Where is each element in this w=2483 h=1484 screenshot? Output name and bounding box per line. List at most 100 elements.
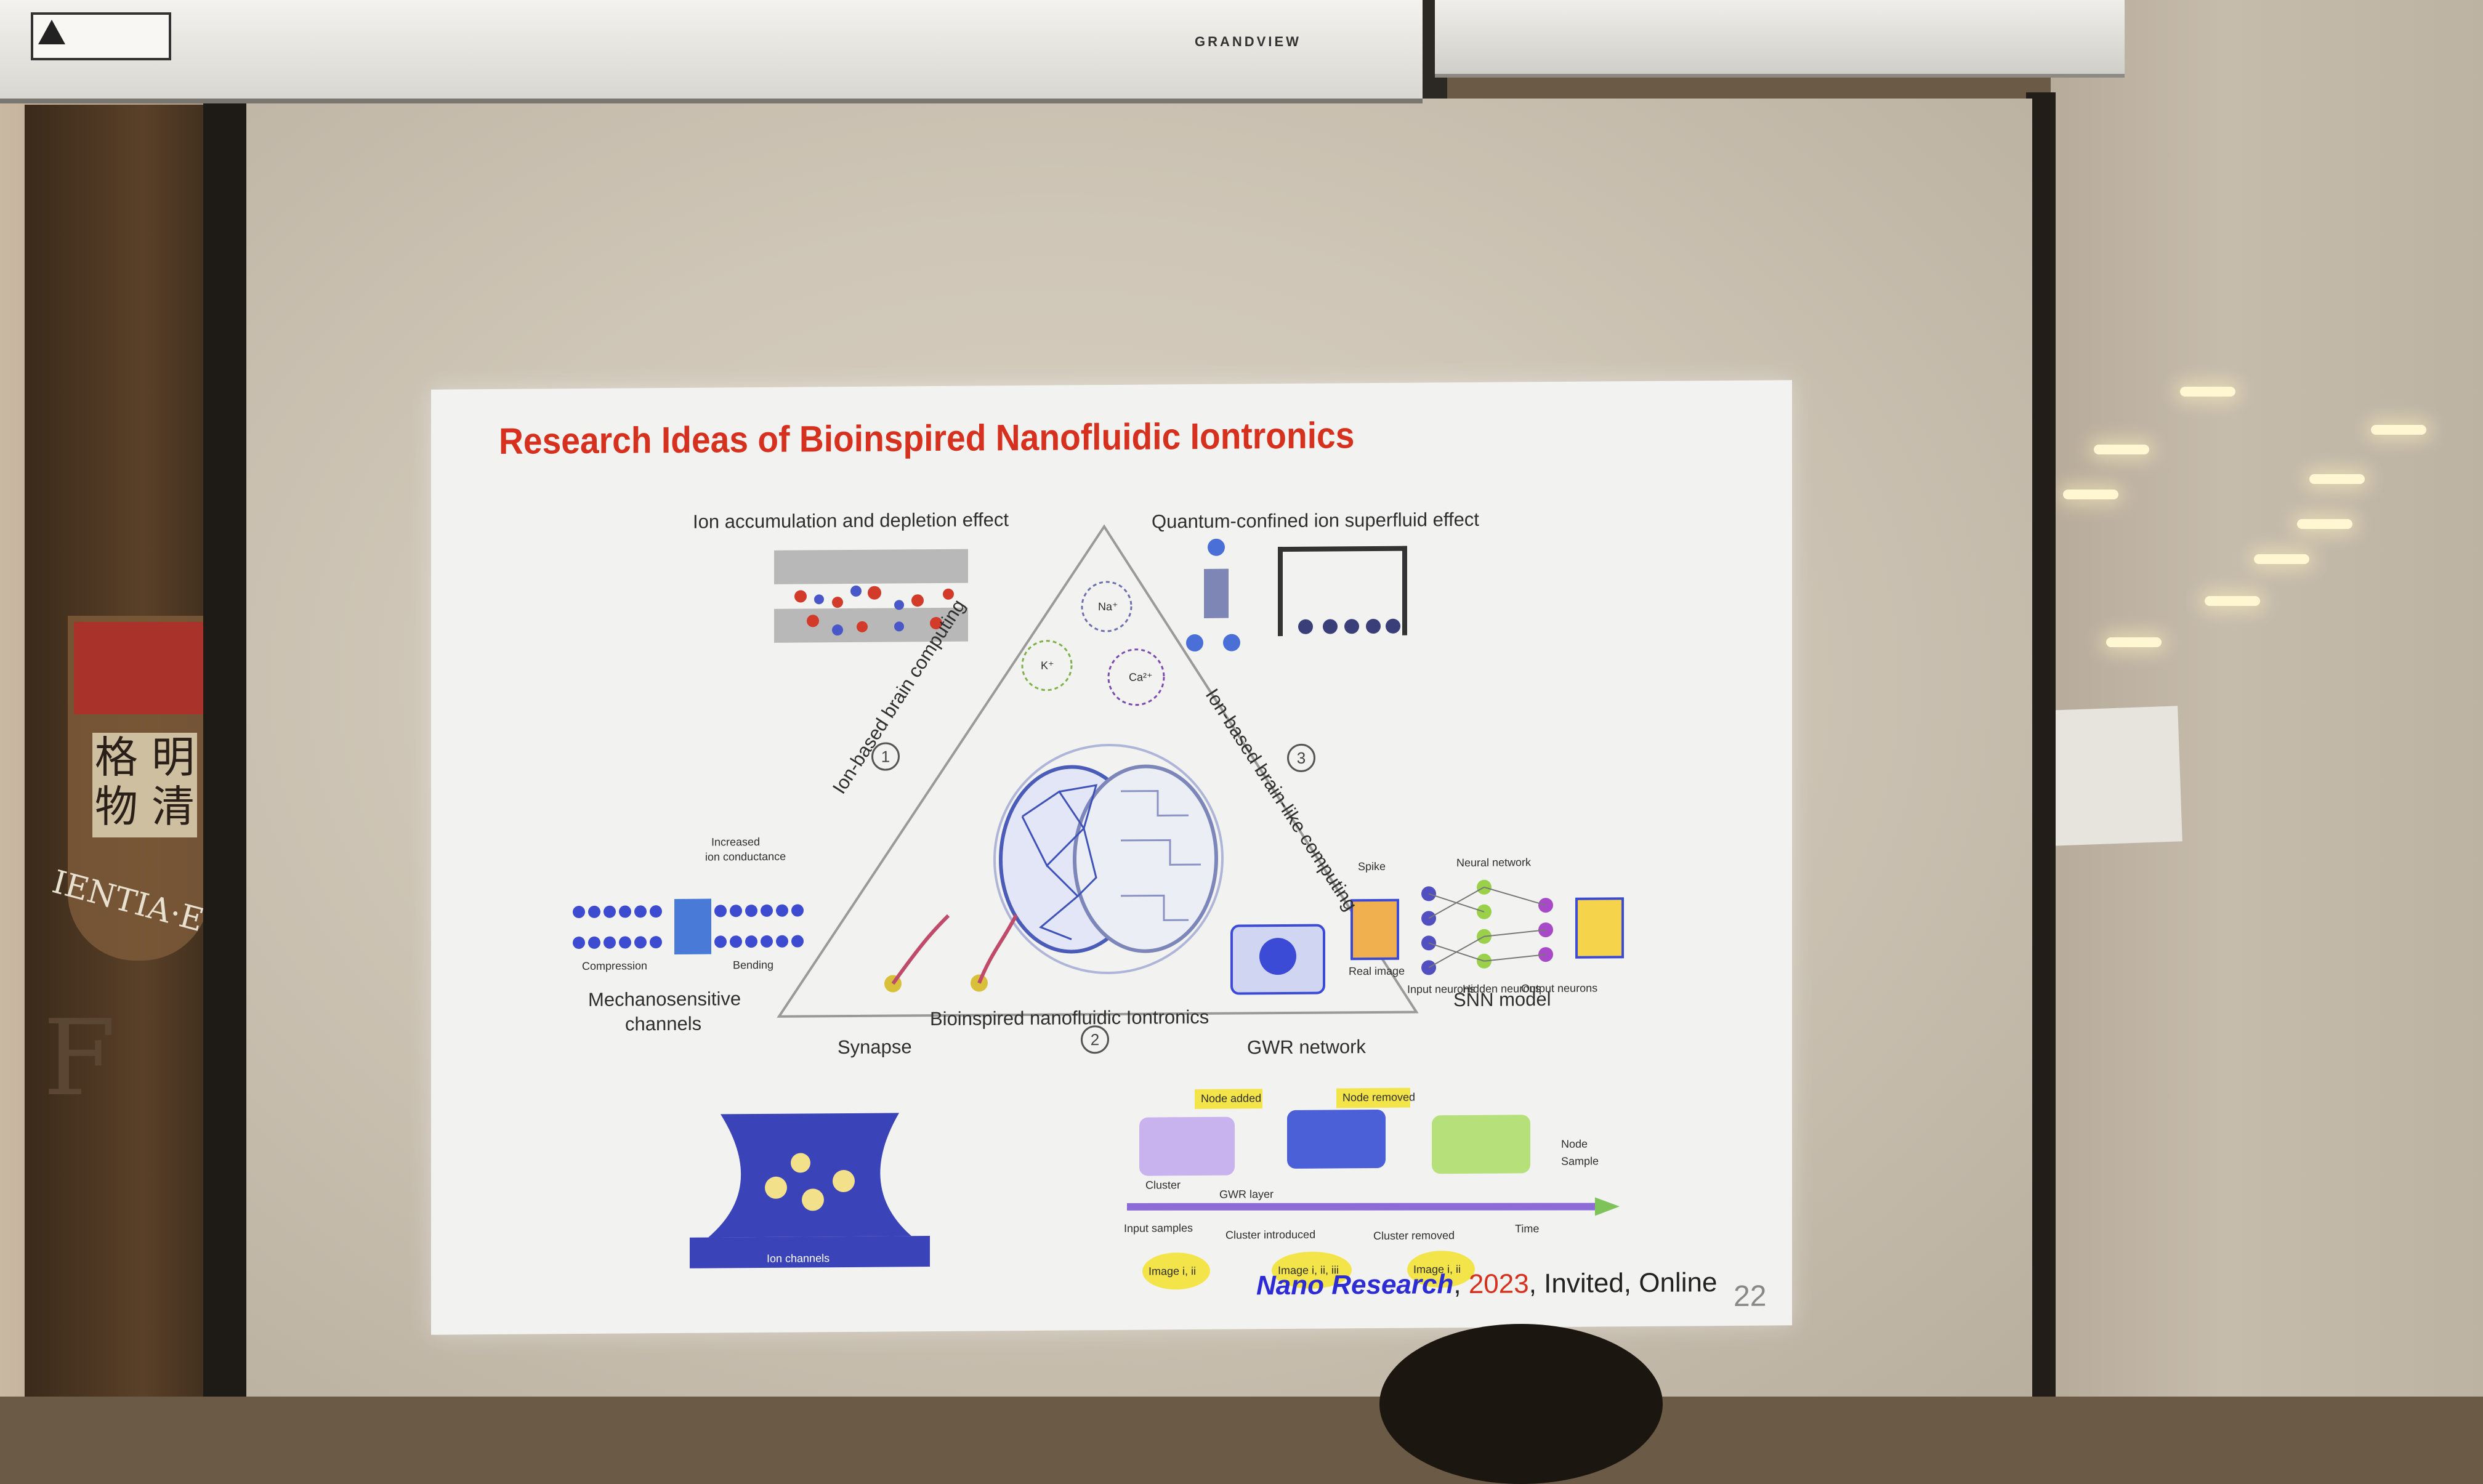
label-time: Time	[1515, 1222, 1540, 1235]
label-neural-network: Neural network	[1456, 856, 1532, 869]
ceiling-light	[2063, 490, 2118, 499]
hidden-neurons	[1477, 879, 1492, 969]
label-input-samples: Input samples	[1124, 1222, 1193, 1235]
quantum-ion	[1186, 634, 1203, 652]
label-cluster-removed: Cluster removed	[1373, 1229, 1455, 1243]
label-ion-accumulation: Ion accumulation and depletion effect	[693, 509, 1009, 533]
label-node-removed: Node removed	[1342, 1091, 1416, 1104]
neuron-axon	[977, 914, 1018, 984]
label-node-added: Node added	[1201, 1092, 1262, 1105]
label-ion-channels: Ion channels	[767, 1252, 830, 1265]
ai-head-icon	[1259, 938, 1296, 975]
diagram-graphics	[573, 524, 1624, 1290]
neuron-axon	[891, 914, 950, 985]
synaptic-vesicles	[765, 1153, 855, 1211]
image-badge	[1272, 1251, 1352, 1289]
ion-particles-blue	[814, 585, 904, 636]
label-gwr-network: GWR network	[1247, 1036, 1366, 1059]
quantum-channel	[1204, 568, 1229, 618]
citation-sep: ,	[1453, 1268, 1469, 1300]
image-badge	[1142, 1252, 1210, 1290]
label-synapse: Synapse	[838, 1036, 912, 1059]
ceiling-light	[2180, 387, 2235, 397]
node-removed-tag	[1336, 1087, 1410, 1108]
marker-2: 2	[1081, 1025, 1109, 1054]
input-neurons	[1421, 886, 1436, 975]
label-sample: Sample	[1561, 1155, 1599, 1167]
newtons-cradle-frame	[1402, 546, 1407, 635]
ceiling-light	[2254, 554, 2309, 564]
label-gwr-layer: GWR layer	[1219, 1188, 1274, 1201]
brain-circuit-lines	[1121, 789, 1201, 921]
diagram-triangle	[777, 524, 1419, 1018]
brain-outline-circle	[993, 744, 1224, 975]
screen-housing-right	[1435, 0, 2125, 78]
citation: Nano Research, 2023, Invited, Online	[1256, 1267, 1717, 1301]
marker-1: 1	[871, 742, 900, 771]
label-na: Na⁺	[1098, 600, 1118, 613]
mechanosensitive-channel	[674, 898, 711, 954]
ceiling-light	[2309, 474, 2365, 484]
gwr-timeline	[1126, 1203, 1596, 1211]
page-number: 22	[1734, 1280, 1767, 1313]
ca-ion-orbital	[1107, 648, 1165, 706]
ceiling-light	[2094, 445, 2149, 454]
label-output-neurons: Output neurons	[1521, 982, 1598, 995]
image-badge	[1407, 1251, 1475, 1288]
label-ion-conductance: ion conductance	[705, 850, 786, 863]
brain-right-hemisphere	[1073, 764, 1218, 953]
label-mechanosensitive: Mechanosensitive	[588, 988, 741, 1010]
screen-housing: GRANDVIEW	[0, 0, 1423, 103]
label-center: Bioinspired nanofluidic Iontronics	[930, 1006, 1209, 1030]
label-cluster-introduced: Cluster introduced	[1225, 1228, 1316, 1241]
ion-particles-red	[794, 586, 954, 632]
output-image-thumb	[1575, 897, 1624, 959]
crest-book: 格 明物 清	[92, 733, 197, 837]
wall-poster	[2048, 706, 2182, 846]
brand-label: GRANDVIEW	[1195, 34, 1301, 49]
brain-network-lines	[1021, 784, 1098, 940]
real-image-thumb	[1351, 898, 1399, 961]
na-ion-orbital	[1081, 581, 1132, 632]
label-channels: channels	[625, 1012, 702, 1035]
label-real-image: Real image	[1349, 964, 1405, 978]
synapse-terminal	[708, 1113, 911, 1238]
citation-rest: , Invited, Online	[1528, 1267, 1718, 1299]
crest-shield-top	[74, 622, 203, 714]
label-k: K⁺	[1041, 659, 1054, 672]
network-connections	[1428, 886, 1546, 969]
cluster-box	[1432, 1115, 1530, 1174]
warning-label	[31, 12, 171, 60]
cluster-box	[1287, 1109, 1386, 1169]
ceiling-light	[2371, 425, 2426, 435]
label-ca: Ca²⁺	[1129, 671, 1153, 684]
right-wall	[2051, 0, 2483, 1397]
label-cluster: Cluster	[1145, 1179, 1181, 1192]
ceiling-light	[2106, 637, 2162, 647]
quantum-ion	[1208, 538, 1225, 556]
audience-head	[1379, 1324, 1663, 1484]
label-node: Node	[1561, 1137, 1588, 1150]
quantum-ion	[1223, 634, 1240, 651]
newtons-cradle-frame	[1278, 546, 1407, 552]
ceiling-light	[2205, 596, 2260, 606]
synapse-membrane	[690, 1236, 930, 1268]
label-compression: Compression	[582, 959, 648, 973]
citation-journal: Nano Research	[1256, 1269, 1454, 1301]
ceiling-light	[2297, 519, 2352, 529]
newtons-cradle-frame	[1278, 547, 1283, 637]
label-image-1: Image i, ii	[1149, 1265, 1197, 1278]
marker-3: 3	[1287, 743, 1315, 773]
newtons-cradle-balls	[1298, 618, 1400, 634]
warning-icon	[38, 20, 65, 44]
membrane-lipids	[573, 904, 804, 950]
cluster-box	[1139, 1116, 1235, 1176]
ion-layer-top	[774, 549, 968, 584]
ion-layer-bottom	[774, 607, 968, 643]
label-increased: Increased	[711, 835, 761, 849]
label-spike: Spike	[1358, 860, 1386, 873]
label-quantum-confined: Quantum-confined ion superfluid effect	[1152, 508, 1479, 533]
citation-year: 2023	[1468, 1268, 1529, 1299]
node-added-tag	[1195, 1089, 1262, 1110]
label-bending: Bending	[733, 958, 774, 972]
